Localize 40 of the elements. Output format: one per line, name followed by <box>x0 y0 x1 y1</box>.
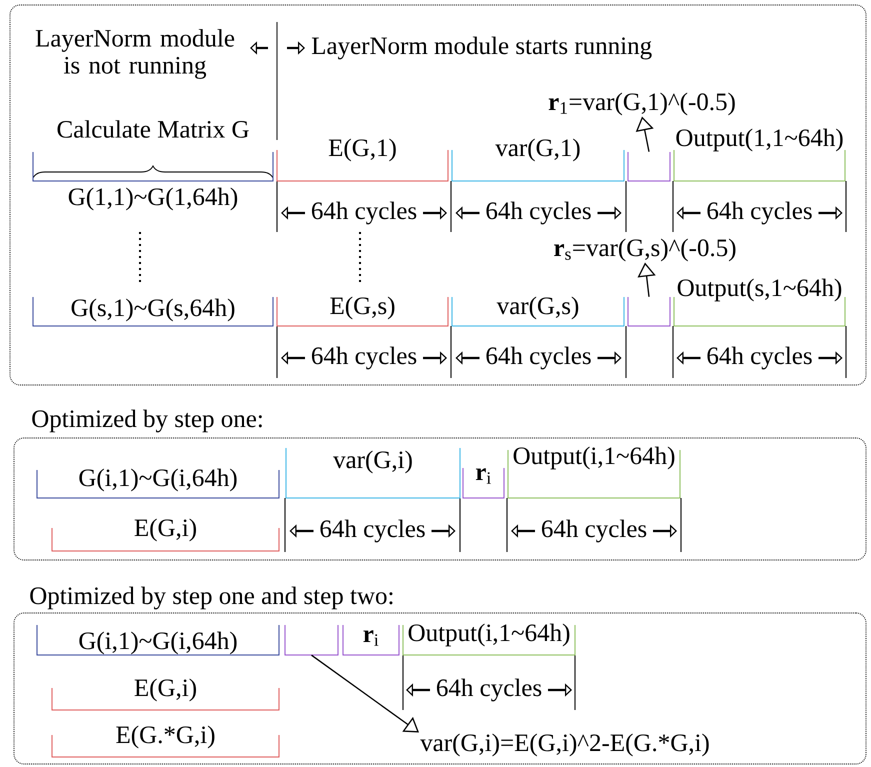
timing-segment: G(i,1)~G(i,64h) <box>36 624 280 656</box>
cycle-label: 64h cycles <box>542 520 646 542</box>
timing-segment: E(G,1) <box>276 138 448 182</box>
panel-frame <box>10 4 866 386</box>
cycle-label: 64h cycles <box>707 346 812 370</box>
timing-segment <box>628 152 670 182</box>
timing-segment: Output(i,1~64h) <box>402 624 576 656</box>
status-label: LayerNorm module starts running <box>312 36 652 60</box>
panel-title: Optimized by step one and step two: <box>30 586 392 610</box>
formula-text: var(G,i)=E(G,i)^2-E(G.*G,i) <box>420 734 709 756</box>
formula-text: r$_{1}$=var(G,1)^(-0.5) <box>548 92 735 116</box>
timing-segment: G(s,1)~G(s,64h) <box>32 296 274 326</box>
timing-segment: Output(s,1~64h) <box>674 278 846 326</box>
timing-segment: r$_{i}$ <box>342 624 400 656</box>
arrow <box>311 654 419 732</box>
cycle-label: 64h cycles <box>320 520 425 542</box>
cycle-label: 64h cycles <box>707 202 812 224</box>
cycle-label: 64h cycles <box>486 202 591 224</box>
timing-segment: E(G,i) <box>52 678 280 710</box>
timing-segment: var(G,s) <box>452 296 624 326</box>
cycle-label: 64h cycles <box>312 346 416 370</box>
timing-segment: var(G,i) <box>286 448 460 498</box>
brace-label: Calculate Matrix G <box>58 120 249 138</box>
timing-segment: E(G,i) <box>52 518 280 552</box>
cycle-label: 64h cycles <box>436 678 542 702</box>
cycle-label: 64h cycles <box>312 202 416 224</box>
timing-segment <box>284 624 338 656</box>
cycle-label: 64h cycles <box>486 346 591 370</box>
timing-segment: G(1,1)~G(1,64h) <box>32 152 274 210</box>
timing-segment: G(i,1)~G(i,64h) <box>36 468 280 498</box>
timing-segment: Output(1,1~64h) <box>674 128 846 182</box>
timing-segment: E(G,s) <box>276 296 448 326</box>
status-label: LayerNorm module is not running <box>36 29 234 79</box>
timing-segment: var(G,1) <box>452 138 624 182</box>
timing-segment <box>628 296 670 326</box>
timing-segment: Output(i,1~64h) <box>508 446 680 498</box>
formula-text: r$_{s}$=var(G,s)^(-0.5) <box>554 238 736 262</box>
timing-segment: E(G.*G,i) <box>52 726 280 758</box>
panel-title: Optimized by step one: <box>32 410 262 432</box>
timing-segment: r$_{i}$ <box>462 468 504 498</box>
